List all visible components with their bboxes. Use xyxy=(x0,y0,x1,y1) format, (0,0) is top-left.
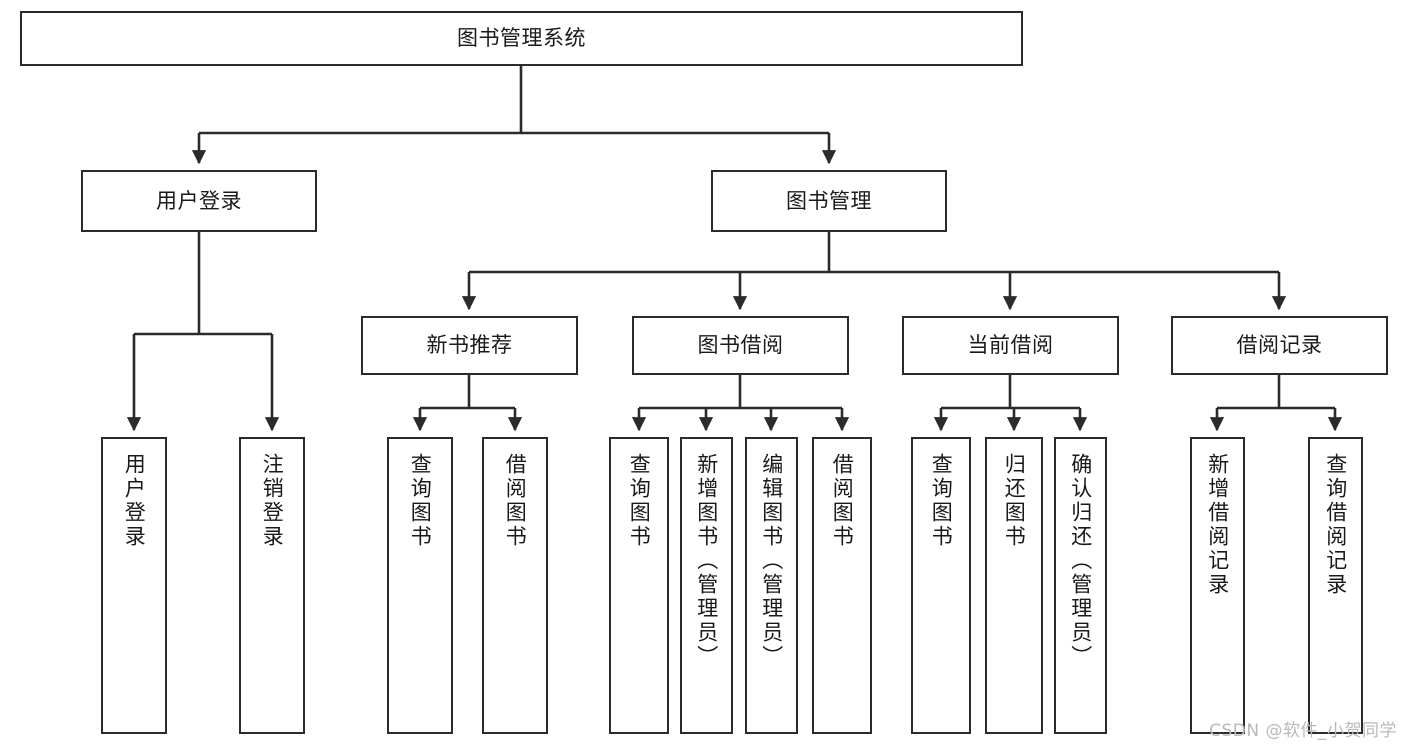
node-book-manage[interactable]: 图书管理 xyxy=(711,170,947,232)
leaf-borrow-query-book[interactable]: 查询图书 xyxy=(609,437,669,734)
leaf-borrow-borrow-book[interactable]: 借阅图书 xyxy=(812,437,872,734)
leaf-borrow-edit-book-admin[interactable]: 编辑图书（管理员） xyxy=(745,437,798,734)
node-label: 查询图书 xyxy=(408,453,433,549)
node-book-borrow[interactable]: 图书借阅 xyxy=(632,316,849,375)
leaf-current-confirm-return-admin[interactable]: 确认归还（管理员） xyxy=(1054,437,1107,734)
node-borrow-record[interactable]: 借阅记录 xyxy=(1171,316,1388,375)
node-new-book-recommend[interactable]: 新书推荐 xyxy=(361,316,578,375)
node-label: 图书管理系统 xyxy=(457,26,586,51)
leaf-record-query-record[interactable]: 查询借阅记录 xyxy=(1308,437,1363,734)
node-label: 借阅图书 xyxy=(503,453,528,549)
node-label: 图书借阅 xyxy=(697,333,784,358)
node-label: 用户登录 xyxy=(122,453,147,549)
node-label: 确认归还（管理员） xyxy=(1068,453,1093,669)
node-label: 编辑图书（管理员） xyxy=(759,453,784,669)
node-label: 新书推荐 xyxy=(426,333,513,358)
leaf-user-login[interactable]: 用户登录 xyxy=(101,437,167,734)
node-label: 当前借阅 xyxy=(967,333,1054,358)
leaf-record-add-record[interactable]: 新增借阅记录 xyxy=(1190,437,1245,734)
leaf-rec-query-book[interactable]: 查询图书 xyxy=(387,437,453,734)
node-label: 查询借阅记录 xyxy=(1323,453,1348,597)
node-root-system[interactable]: 图书管理系统 xyxy=(20,11,1023,66)
node-user-login[interactable]: 用户登录 xyxy=(81,170,317,232)
leaf-borrow-add-book-admin[interactable]: 新增图书（管理员） xyxy=(680,437,733,734)
leaf-current-query-book[interactable]: 查询图书 xyxy=(911,437,971,734)
node-label: 归还图书 xyxy=(1002,453,1027,549)
node-label: 注销登录 xyxy=(260,453,285,549)
leaf-rec-borrow-book[interactable]: 借阅图书 xyxy=(482,437,548,734)
node-label: 用户登录 xyxy=(156,188,242,213)
csdn-watermark: CSDN @软件_小贺同学 xyxy=(1209,721,1397,741)
node-label: 新增图书（管理员） xyxy=(694,453,719,669)
leaf-current-return-book[interactable]: 归还图书 xyxy=(985,437,1043,734)
node-label: 新增借阅记录 xyxy=(1205,453,1230,597)
node-label: 查询图书 xyxy=(929,453,954,549)
node-current-borrow[interactable]: 当前借阅 xyxy=(902,316,1119,375)
leaf-user-logout[interactable]: 注销登录 xyxy=(239,437,305,734)
node-label: 借阅图书 xyxy=(830,453,855,549)
node-label: 查询图书 xyxy=(627,453,652,549)
node-label: 图书管理 xyxy=(786,188,872,213)
node-label: 借阅记录 xyxy=(1236,333,1323,358)
